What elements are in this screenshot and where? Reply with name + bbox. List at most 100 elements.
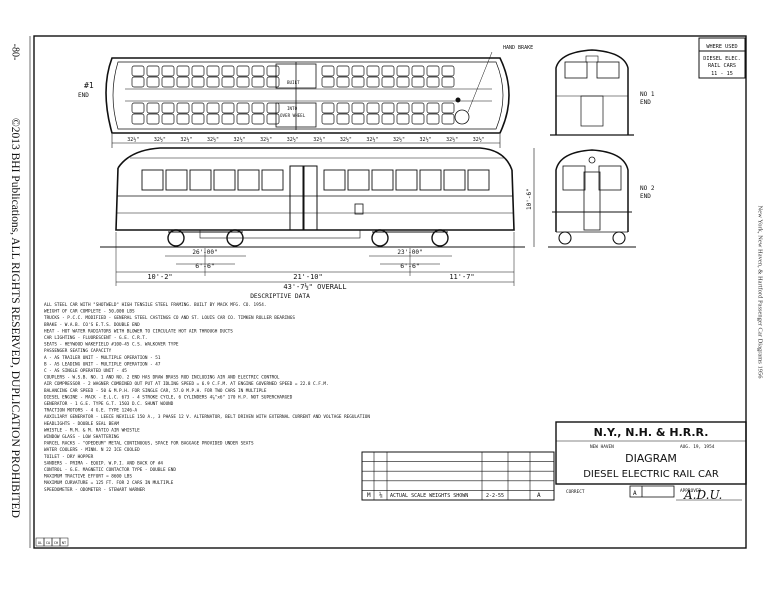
plan-dim-label: 32½" [234, 136, 246, 143]
plan-dim-label: 32½" [446, 136, 458, 143]
side-window [419, 169, 442, 191]
plan-dim-label: 32½" [260, 136, 272, 143]
plan-seats-top [131, 65, 455, 88]
seat [131, 102, 145, 114]
descriptive-line: MAXIMUM CURVATURE = 125 FT. FOR 2 CARS I… [44, 480, 174, 486]
plan-view [105, 51, 510, 134]
diagram-word: DIAGRAM [625, 452, 677, 465]
seat [206, 113, 220, 125]
plan-note-3: OVER WHEEL [280, 113, 306, 118]
wheel-1 [167, 229, 185, 247]
end2-window-left [562, 165, 586, 191]
side-window [213, 169, 236, 191]
descriptive-title: DESCRIPTIVE DATA [250, 293, 310, 300]
seat [336, 65, 350, 77]
seat [366, 76, 380, 88]
descriptive-line: DIESEL ENGINE - MACK - E.L.C. 673 - 4 ST… [44, 393, 293, 400]
end2-sub: END [640, 193, 651, 200]
revision-text: ACTUAL SCALE WEIGHTS SHOWN [390, 493, 468, 499]
hand-brake-leader [467, 51, 493, 113]
windows-left-group [141, 169, 284, 191]
windows-right-group [323, 169, 490, 191]
end2-headlight [588, 156, 596, 164]
seat [161, 76, 175, 88]
railroad-name: N.Y., N.H. & H.R.R. [594, 426, 709, 439]
descriptive-line: CAR LIGHTING - FLUORESCENT - G.E. C.R.T. [44, 335, 147, 341]
seat [221, 76, 235, 88]
seat [176, 113, 190, 125]
where-used-line1: DIESEL ELEC. [703, 56, 740, 62]
seat [426, 76, 440, 88]
descriptive-line: CONTROL - G.E. MAGNETIC CONTACTOR TYPE -… [44, 467, 176, 473]
side-window [467, 169, 490, 191]
seat [381, 76, 395, 88]
where-used-box [698, 37, 746, 79]
plan-dim-label: 32½" [313, 136, 325, 143]
seat [411, 76, 425, 88]
plan-end1-sub: END [78, 92, 89, 99]
side-window [237, 169, 260, 191]
descriptive-line: B - AS LEADING UNIT - MULTIPLE OPERATION… [44, 361, 161, 367]
seat [221, 65, 235, 77]
end1-outline [555, 49, 629, 135]
descriptive-line: A - AS TRAILER UNIT - MULTIPLE OPERATION… [44, 355, 161, 361]
seat [176, 76, 190, 88]
seat [426, 102, 440, 114]
seat [131, 65, 145, 77]
hand-brake-label: HAND BRAKE [503, 45, 533, 51]
elevation-roof [117, 147, 513, 171]
corner-label: CH [54, 541, 58, 545]
seat [351, 76, 365, 88]
seat [336, 102, 350, 114]
seat [266, 113, 280, 125]
title-sub-left: NEW HAVEN [590, 444, 614, 450]
plan-dimension-chain [111, 134, 501, 148]
seat [336, 76, 350, 88]
seat [411, 113, 425, 125]
descriptive-line: ALL STEEL CAR WITH "SHOTWELD" HIGH TENSI… [44, 302, 266, 308]
seat [321, 102, 335, 114]
seat [131, 113, 145, 125]
seat [251, 113, 265, 125]
seat [411, 65, 425, 77]
descriptive-line: WHISTLE - M.M. & M. RATIO AIR WHISTLE [44, 427, 140, 433]
descriptive-line: AUXILIARY GENERATOR - LEECE NEVILLE 150 … [44, 414, 370, 420]
seat [321, 65, 335, 77]
descriptive-line: COUPLERS - W.S.B. NO. 1 AND NO. 2 END HA… [44, 375, 280, 381]
approved-label: APPROVED [680, 488, 702, 494]
seat [351, 102, 365, 114]
descriptive-line: TOILET - DRY HOPPER [44, 454, 94, 460]
corner-label: OL [38, 541, 42, 545]
seat [176, 65, 190, 77]
truck-dim-1-label: 26'-00" [192, 249, 217, 256]
seat [266, 102, 280, 114]
descriptive-line: MAXIMUM TRACTIVE EFFORT = 8600 LBS [44, 474, 132, 480]
seat [131, 76, 145, 88]
descriptive-line: PARCEL RACKS - "OPEDEUM" METAL CONTINUOU… [44, 441, 254, 447]
seat [146, 76, 160, 88]
approval-letter: A [633, 490, 637, 497]
descriptive-line: WEIGHT OF CAR COMPLETE - 50,000 LBS [44, 309, 135, 315]
overall-label: 43'-7½" OVERALL [283, 283, 346, 291]
plan-dim-label: 32½" [207, 136, 219, 143]
seat [146, 65, 160, 77]
revision-table [361, 451, 555, 501]
under-equipment [199, 229, 361, 239]
revision-num: ⅛ [379, 492, 383, 499]
plan-dim-label: 32½" [340, 136, 352, 143]
side-window [347, 169, 370, 191]
side-window [395, 169, 418, 191]
correct-label: CORRECT [566, 489, 585, 495]
overhang-1-label: 10'-2" [147, 273, 172, 281]
height-dim-label: 10'-6" [526, 188, 533, 210]
side-elevation [100, 147, 525, 248]
wheel-2 [226, 229, 244, 247]
end2-wheel-right [612, 231, 626, 245]
seat [191, 76, 205, 88]
seat [161, 113, 175, 125]
seat [336, 113, 350, 125]
seat [161, 102, 175, 114]
seat [321, 76, 335, 88]
